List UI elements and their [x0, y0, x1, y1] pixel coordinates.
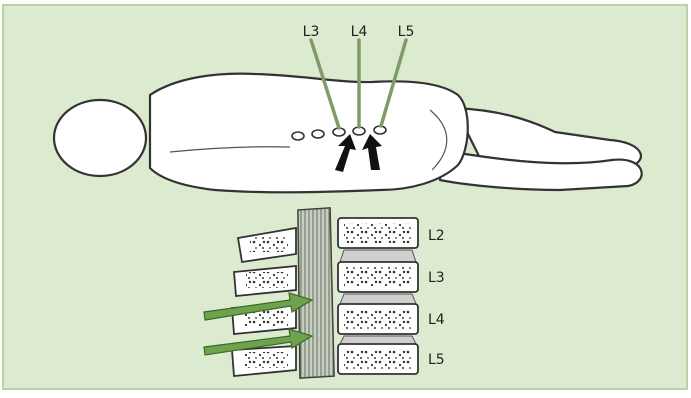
disc-l2-l3: [340, 250, 416, 262]
vertebra-label-l5: L5: [428, 352, 445, 368]
needle-label-l5: L5: [398, 24, 415, 40]
vertebra-label-l3: L3: [428, 270, 445, 286]
needle-label-l3: L3: [303, 24, 320, 40]
needle-label-l4: L4: [351, 24, 368, 40]
disc-l3-l4: [340, 294, 416, 304]
vertebra-label-l2: L2: [428, 228, 445, 244]
disc-l4-l5: [340, 336, 416, 344]
spinal-cord: [298, 208, 334, 378]
vertebral-bodies: [338, 218, 418, 374]
vertebra-label-l4: L4: [428, 312, 445, 328]
